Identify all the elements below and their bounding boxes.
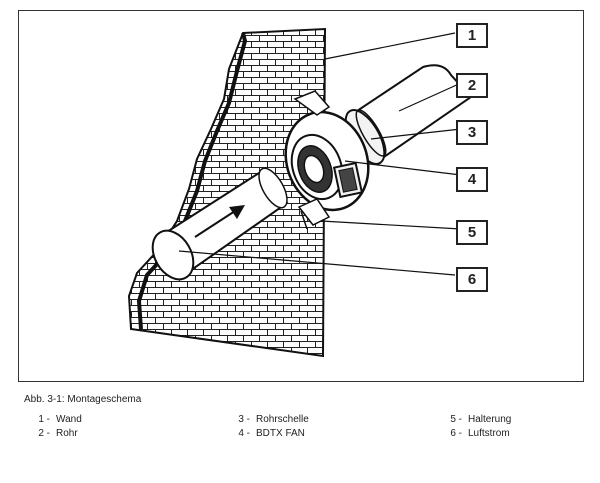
legend-item-6: 6 - Luftstrom <box>442 428 510 439</box>
callout-5: 5 <box>456 220 488 245</box>
legend-item-5: 5 - Halterung <box>442 414 511 425</box>
mounting-bracket <box>293 90 331 230</box>
legend-item-3: 3 - Rohrschelle <box>230 414 309 425</box>
legend-number: 3 - <box>238 414 250 425</box>
callout-6: 6 <box>456 267 488 292</box>
legend-number: 6 - <box>450 428 462 439</box>
airflow-arrow-icon <box>194 205 245 238</box>
leader-lines <box>178 32 462 276</box>
callout-3: 3 <box>456 120 488 145</box>
legend-label: BDTX FAN <box>256 428 305 439</box>
callout-4: 4 <box>456 167 488 192</box>
pipe-clamp <box>344 109 387 165</box>
legend-item-2: 2 - Rohr <box>30 428 78 439</box>
legend-item-1: 1 - Wand <box>30 414 82 425</box>
pipe-inlet <box>151 167 289 281</box>
callout-1: 1 <box>456 23 488 48</box>
legend-item-4: 4 - BDTX FAN <box>230 428 305 439</box>
callout-2: 2 <box>456 73 488 98</box>
diagram-drawing <box>127 27 473 358</box>
legend-label: Halterung <box>468 414 512 425</box>
fan-housing <box>284 110 370 212</box>
legend-number: 5 - <box>450 414 462 425</box>
legend-label: Luftstrom <box>468 428 510 439</box>
legend-number: 1 - <box>38 414 50 425</box>
legend-label: Rohrschelle <box>256 414 309 425</box>
figure-caption: Abb. 3-1: Montageschema <box>24 394 142 405</box>
mounting-diagram: 1 2 3 4 5 6 <box>18 10 584 382</box>
legend-number: 4 - <box>238 428 250 439</box>
legend-label: Rohr <box>56 428 78 439</box>
legend-number: 2 - <box>38 428 50 439</box>
legend-label: Wand <box>56 414 82 425</box>
